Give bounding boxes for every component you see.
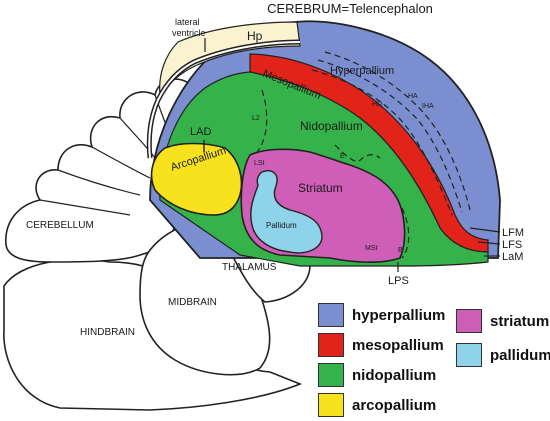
- legend-item-arcopallium: arcopallium: [318, 392, 436, 418]
- b-label: B: [398, 247, 403, 254]
- hd-label: HD: [372, 101, 382, 108]
- lst-label: LSt: [254, 160, 265, 167]
- iha-label: IHA: [422, 103, 434, 110]
- legend-label: pallidum: [490, 346, 550, 364]
- legend-item-pallidum: pallidum: [456, 342, 550, 368]
- legend-item-hyperpallium: hyperpallium: [318, 302, 445, 328]
- legend-label: striatum: [490, 312, 550, 330]
- legend-swatch: [456, 343, 482, 367]
- legend-label: hyperpallium: [352, 306, 446, 324]
- folia-line: [39, 199, 131, 216]
- lad-label: LAD: [190, 126, 211, 138]
- hp-label: Hp: [247, 29, 263, 43]
- lateral-ventricle-label-2: ventricle: [172, 28, 206, 38]
- e-label: E: [340, 153, 345, 160]
- lateral-ventricle-label-1: lateral: [175, 17, 200, 27]
- legend-swatch: [318, 303, 344, 327]
- cerebellum-label: CEREBELLUM: [26, 220, 94, 231]
- midbrain-label: MIDBRAIN: [168, 297, 217, 308]
- mst-label: MSt: [365, 245, 378, 252]
- lfs-pointer: [477, 241, 501, 245]
- hp-region: [159, 21, 301, 97]
- color-legend: hyperpallium mesopallium nidopallium arc…: [318, 300, 550, 421]
- striatum-label: Striatum: [298, 181, 343, 195]
- legend-label: mesopallium: [352, 336, 444, 354]
- ha-label: HA: [408, 93, 418, 100]
- l2-label: L2: [252, 115, 260, 122]
- thalamus-label: THALAMUS: [222, 262, 277, 273]
- legend-item-nidopallium: nidopallium: [318, 362, 436, 388]
- folia-line: [91, 146, 151, 179]
- arcopallium-region: [150, 142, 243, 216]
- pallidum-region: [250, 170, 323, 254]
- legend-item-striatum: striatum: [456, 308, 549, 334]
- lfs-label: LFS: [502, 239, 522, 251]
- legend-swatch: [318, 393, 344, 417]
- hyperpallium-label: Hyperpallium: [330, 65, 394, 77]
- legend-label: nidopallium: [352, 366, 437, 384]
- lfm-pointer: [469, 227, 501, 233]
- pallidum-label: Pallidum: [266, 221, 297, 230]
- lps-label: LPS: [388, 275, 409, 287]
- nidopallium-label: Nidopallium: [300, 119, 363, 133]
- hindbrain-label: HINDBRAIN: [80, 327, 135, 338]
- diagram-title: CEREBRUM=Telencephalon: [267, 1, 433, 16]
- legend-swatch: [318, 363, 344, 387]
- legend-item-mesopallium: mesopallium: [318, 332, 444, 358]
- lam-label: LaM: [502, 251, 523, 263]
- lfm-label: LFM: [502, 227, 524, 239]
- legend-label: arcopallium: [352, 396, 437, 414]
- ventricle-lumen: [148, 41, 301, 159]
- dashed-laminae: [254, 51, 471, 259]
- folia-line: [57, 169, 141, 196]
- legend-swatch: [318, 333, 344, 357]
- legend-swatch: [456, 309, 482, 333]
